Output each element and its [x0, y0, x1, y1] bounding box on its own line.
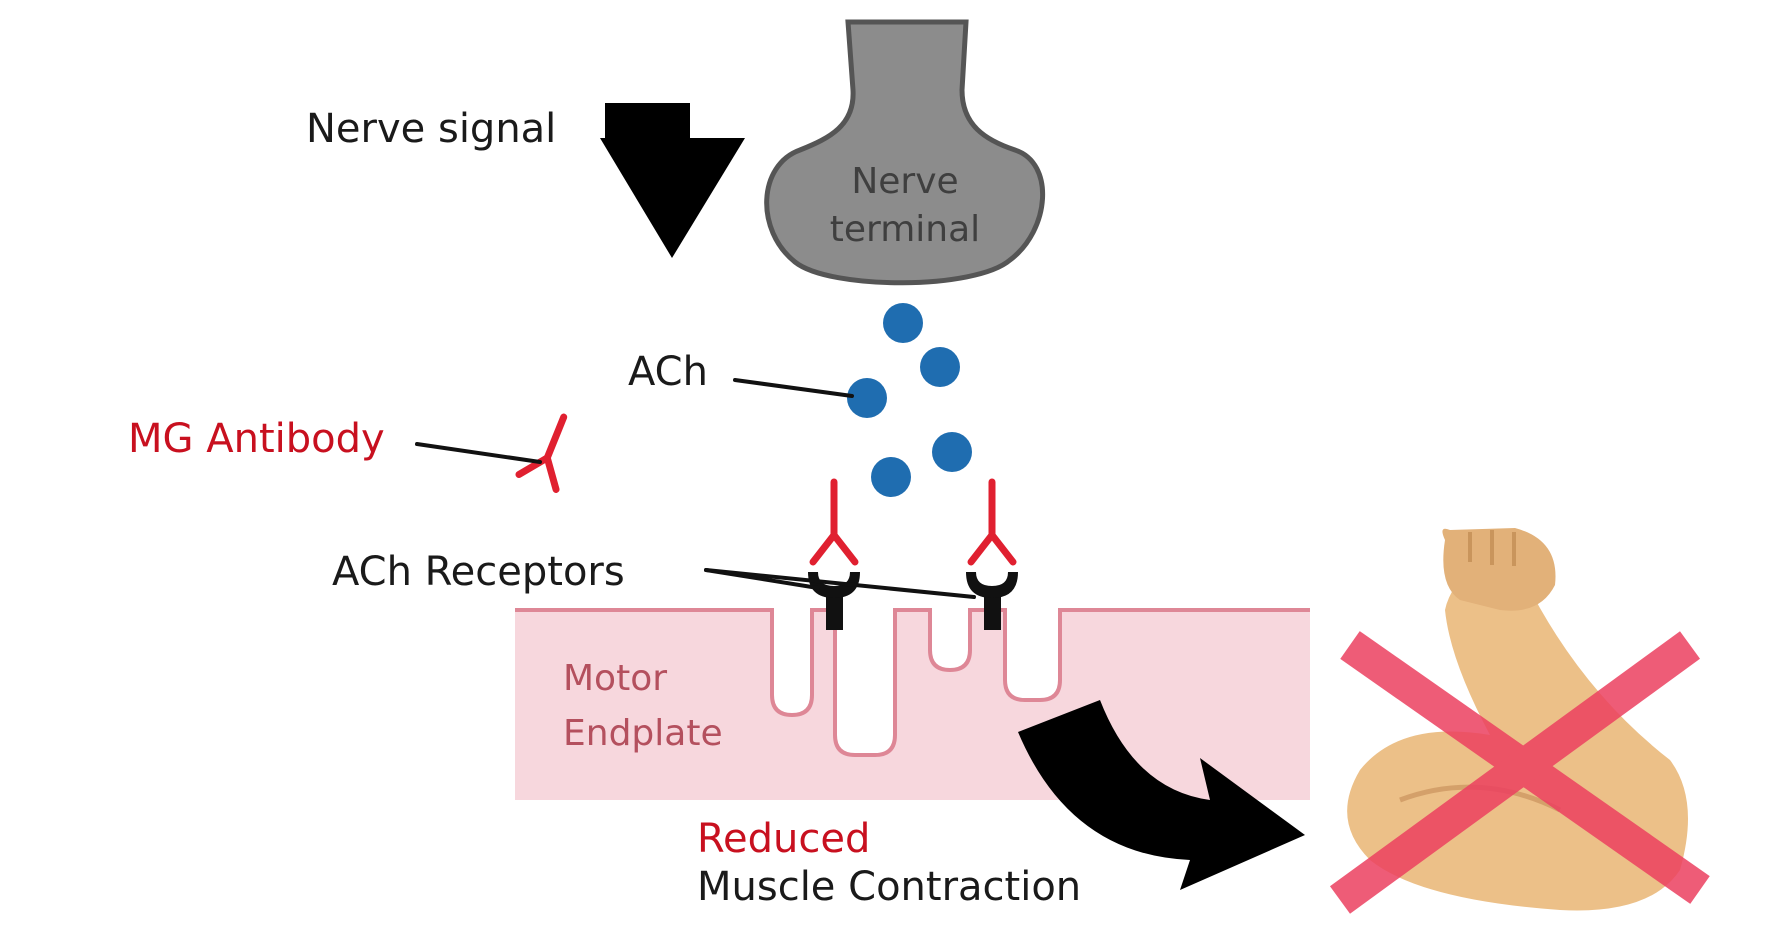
- motor-endplate-label-line2: Endplate: [563, 713, 723, 754]
- nerve-signal-arrow-icon: [600, 103, 745, 258]
- ach-receptor-left: [808, 572, 860, 630]
- ach-molecules: [847, 303, 972, 497]
- ach-leader-line: [733, 378, 854, 398]
- ach-molecule: [932, 432, 972, 472]
- red-x-icon: [1329, 631, 1710, 914]
- motor-endplate-membrane: [515, 608, 1310, 757]
- nerve-terminal: [764, 19, 1046, 286]
- bound-antibody-right-icon: [967, 478, 1017, 566]
- muscle-contraction-label: Muscle Contraction: [697, 864, 1081, 910]
- mg-antibody-label: MG Antibody: [128, 416, 385, 462]
- ach-molecule: [871, 457, 911, 497]
- ach-label: ACh: [628, 349, 708, 395]
- ach-receptors-leader-line-right: [704, 568, 976, 599]
- ach-receptor-right: [966, 572, 1018, 630]
- nerve-signal-label: Nerve signal: [306, 106, 556, 152]
- ach-receptors-label: ACh Receptors: [332, 549, 625, 595]
- curved-arrow-icon: [1018, 700, 1305, 890]
- bound-antibody-left-icon: [809, 478, 859, 566]
- ach-molecule: [847, 378, 887, 418]
- mg-antibody-leader-line: [415, 442, 542, 464]
- nerve-terminal-label-line2: terminal: [830, 209, 980, 250]
- ach-molecule: [883, 303, 923, 343]
- ach-molecule: [920, 347, 960, 387]
- motor-endplate: [515, 610, 1310, 800]
- free-mg-antibody-icon: [515, 413, 568, 493]
- motor-endplate-label-line1: Motor: [563, 658, 667, 699]
- nerve-terminal-label-line1: Nerve: [851, 161, 958, 202]
- reduced-label: Reduced: [697, 816, 870, 862]
